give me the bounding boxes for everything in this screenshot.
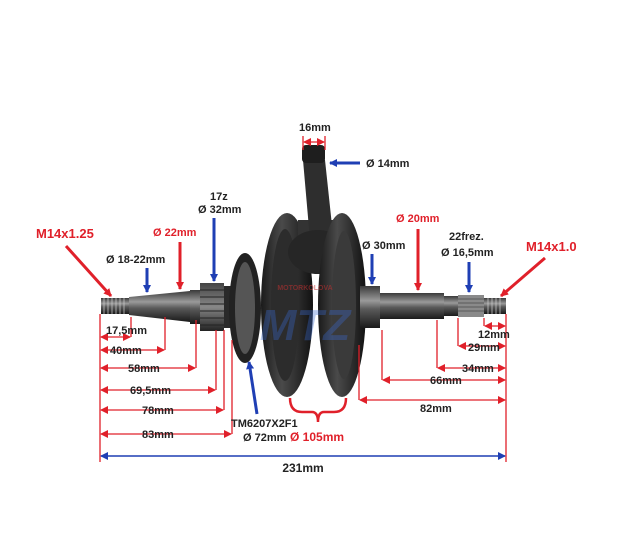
right-spline — [458, 295, 484, 317]
bearing-dia-label: Ø 72mm — [243, 432, 287, 444]
dim-right-12: 12mm — [478, 329, 510, 341]
dia-22-label: Ø 22mm — [153, 227, 197, 239]
dia-30-label: Ø 30mm — [362, 240, 406, 252]
dia-18-22-label: Ø 18-22mm — [106, 254, 166, 266]
left-taper — [129, 291, 190, 322]
spline-label: 22frez. — [449, 231, 484, 243]
right-thread — [484, 298, 506, 314]
dia-20-label: Ø 20mm — [396, 213, 440, 225]
thread-left-label: M14x1.25 — [36, 226, 94, 241]
left-thread — [101, 298, 129, 314]
right-journal — [360, 286, 380, 328]
flywheel-brace — [288, 397, 348, 423]
total-length-label: 231mm — [282, 461, 323, 475]
crankshaft-illustration — [101, 145, 506, 397]
pin-width-label: 16mm — [299, 122, 331, 134]
watermark-logo: MTZ — [260, 301, 353, 350]
dia-16-5-label: Ø 16,5mm — [441, 247, 494, 259]
dim-right-34: 34mm — [462, 363, 494, 375]
pin-dia-label: Ø 14mm — [366, 158, 410, 170]
dim-left-83: 83mm — [142, 429, 174, 441]
dim-right-66: 66mm — [430, 375, 462, 387]
dim-right-82: 82mm — [420, 403, 452, 415]
dim-left-17-5: 17,5mm — [106, 325, 147, 337]
dim-left-78: 78mm — [142, 405, 174, 417]
connecting-rod — [303, 160, 333, 240]
bearing-code-label: TM6207X2F1 — [231, 418, 298, 430]
dim-right-29: 29mm — [468, 342, 500, 354]
gear-teeth-label: 17z — [210, 191, 228, 203]
dia-32-label: Ø 32mm — [198, 204, 242, 216]
dim-left-69-5: 69,5mm — [130, 385, 171, 397]
drive-gear — [200, 283, 224, 331]
dim-left-40: 40mm — [110, 345, 142, 357]
watermark-text: MOTORKOLOVA — [277, 285, 332, 292]
flywheel-dia-label: Ø 105mm — [290, 430, 344, 444]
dim-left-58: 58mm — [128, 363, 160, 375]
thread-right-label: M14x1.0 — [526, 239, 577, 254]
